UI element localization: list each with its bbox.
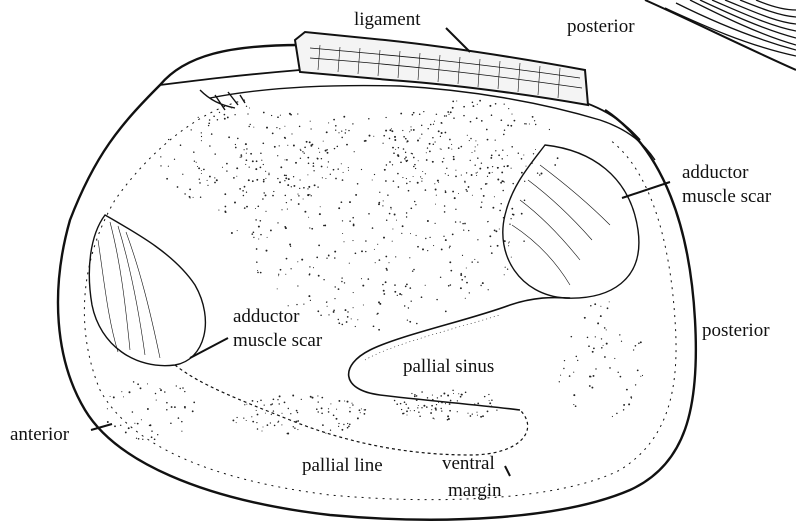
stipple-texture <box>107 100 643 440</box>
label-pallial-sinus: pallial sinus <box>403 356 494 377</box>
label-adductor-right-1: adductor <box>682 162 749 183</box>
shell-outline <box>58 45 696 520</box>
posterior-adductor-scar <box>503 145 639 298</box>
posterior-adductor-leader <box>622 182 670 198</box>
label-posterior-right: posterior <box>702 320 770 341</box>
ligament-structure <box>295 32 588 105</box>
ventral-margin-leader <box>505 466 510 476</box>
anterior-leader <box>91 424 112 430</box>
label-adductor-left-1: adductor <box>233 306 300 327</box>
label-posterior-top: posterior <box>567 16 635 37</box>
labels: ligament posterior adductor muscle scar … <box>10 9 772 501</box>
label-adductor-left-2: muscle scar <box>233 330 323 351</box>
label-adductor-right-2: muscle scar <box>682 186 772 207</box>
label-ventral: ventral <box>442 453 495 474</box>
anterior-adductor-scar <box>89 215 205 366</box>
label-ligament: ligament <box>354 9 421 30</box>
label-anterior: anterior <box>10 424 70 445</box>
anterior-adductor-leader <box>190 338 228 358</box>
label-margin: margin <box>448 480 502 501</box>
second-shell-fragment <box>645 0 796 70</box>
label-pallial-line: pallial line <box>302 455 383 476</box>
